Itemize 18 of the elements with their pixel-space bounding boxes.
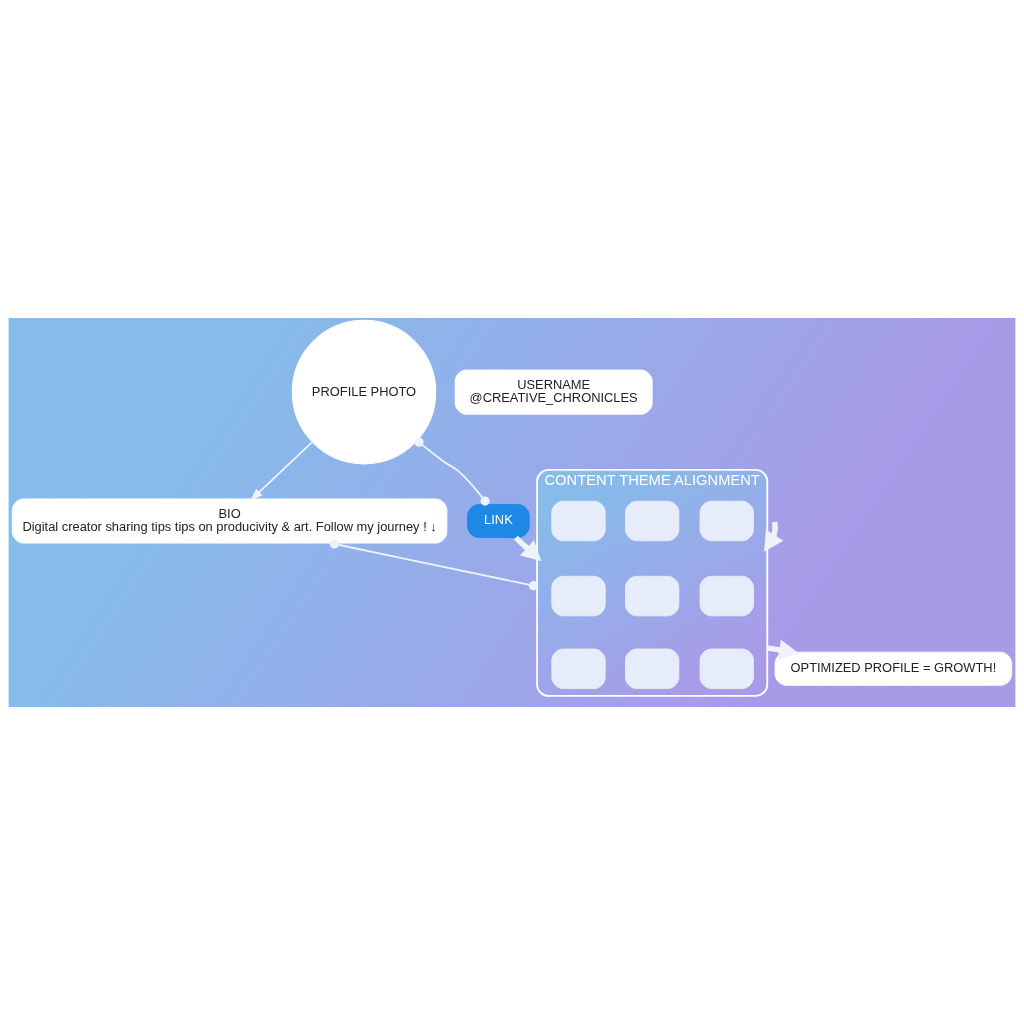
node-box <box>551 500 606 541</box>
node-box: LINK <box>467 503 530 538</box>
node-box <box>699 648 754 689</box>
node-box <box>625 500 680 541</box>
node-box <box>551 648 606 689</box>
node-box <box>625 575 680 616</box>
node-box: BIO Digital creator sharing tips tips on producivity & art. Follow my journey ! ↓ <box>11 497 448 544</box>
node-box: OPTIMIZED PROFILE = GROWTH! <box>774 651 1013 686</box>
node-box <box>625 648 680 689</box>
connector <box>329 538 539 590</box>
node-box: USERNAME @CREATIVE_CHRONICLES <box>454 369 653 415</box>
cluster: CONTENT THEME ALIGNMENT <box>536 468 769 697</box>
node-box <box>699 500 754 541</box>
arrow <box>249 439 315 501</box>
node-circle: PROFILE PHOTO <box>291 319 437 464</box>
node-box <box>699 575 754 616</box>
node-box <box>551 575 606 616</box>
connector <box>414 437 490 506</box>
